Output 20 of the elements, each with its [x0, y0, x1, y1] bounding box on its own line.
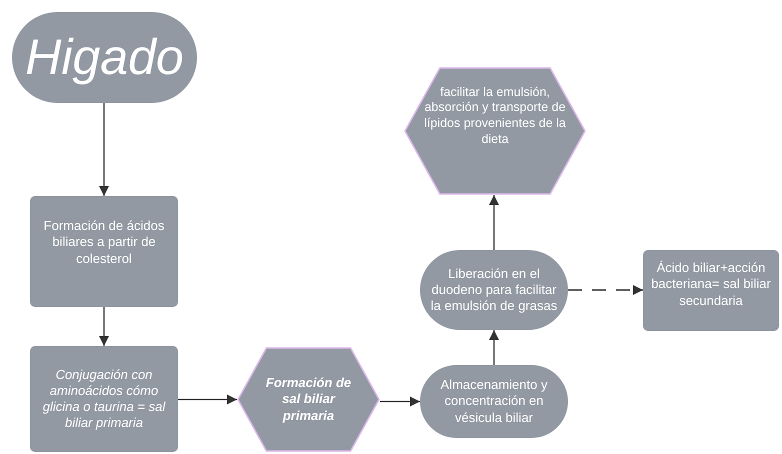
arrow — [489, 330, 499, 365]
node-text: Conjugación con aminoácidos cómo glicina o taurina = sal biliar primaria — [42, 366, 166, 432]
arrow — [99, 103, 109, 196]
arrow — [99, 307, 109, 346]
node-text: Ácido biliar+acción bacteriana= sal biliar secundaria — [650, 260, 772, 309]
node-text: Formación de sal biliar primaria — [264, 375, 352, 424]
node-text: Higado — [25, 28, 184, 88]
process-box — [643, 250, 779, 331]
process-box — [30, 196, 178, 307]
arrow — [380, 396, 420, 406]
process-box — [30, 346, 178, 452]
hexagon-node — [237, 347, 380, 452]
hexagon-node — [404, 67, 586, 195]
node-text: Liberación en el duodeno para facilitar la emulsión de grasas — [430, 266, 558, 314]
node-text: facilitar la emulsión, absorción y transporte de lípidos provenientes de la dieta — [423, 84, 567, 148]
node-text: Formación de ácidos biliares a partir de colesterol — [42, 218, 166, 267]
node-text: Almacenamiento y concentración en vésicula biliar — [440, 377, 548, 426]
arrow — [489, 195, 499, 250]
arrow — [568, 285, 643, 295]
arrow — [178, 394, 237, 404]
